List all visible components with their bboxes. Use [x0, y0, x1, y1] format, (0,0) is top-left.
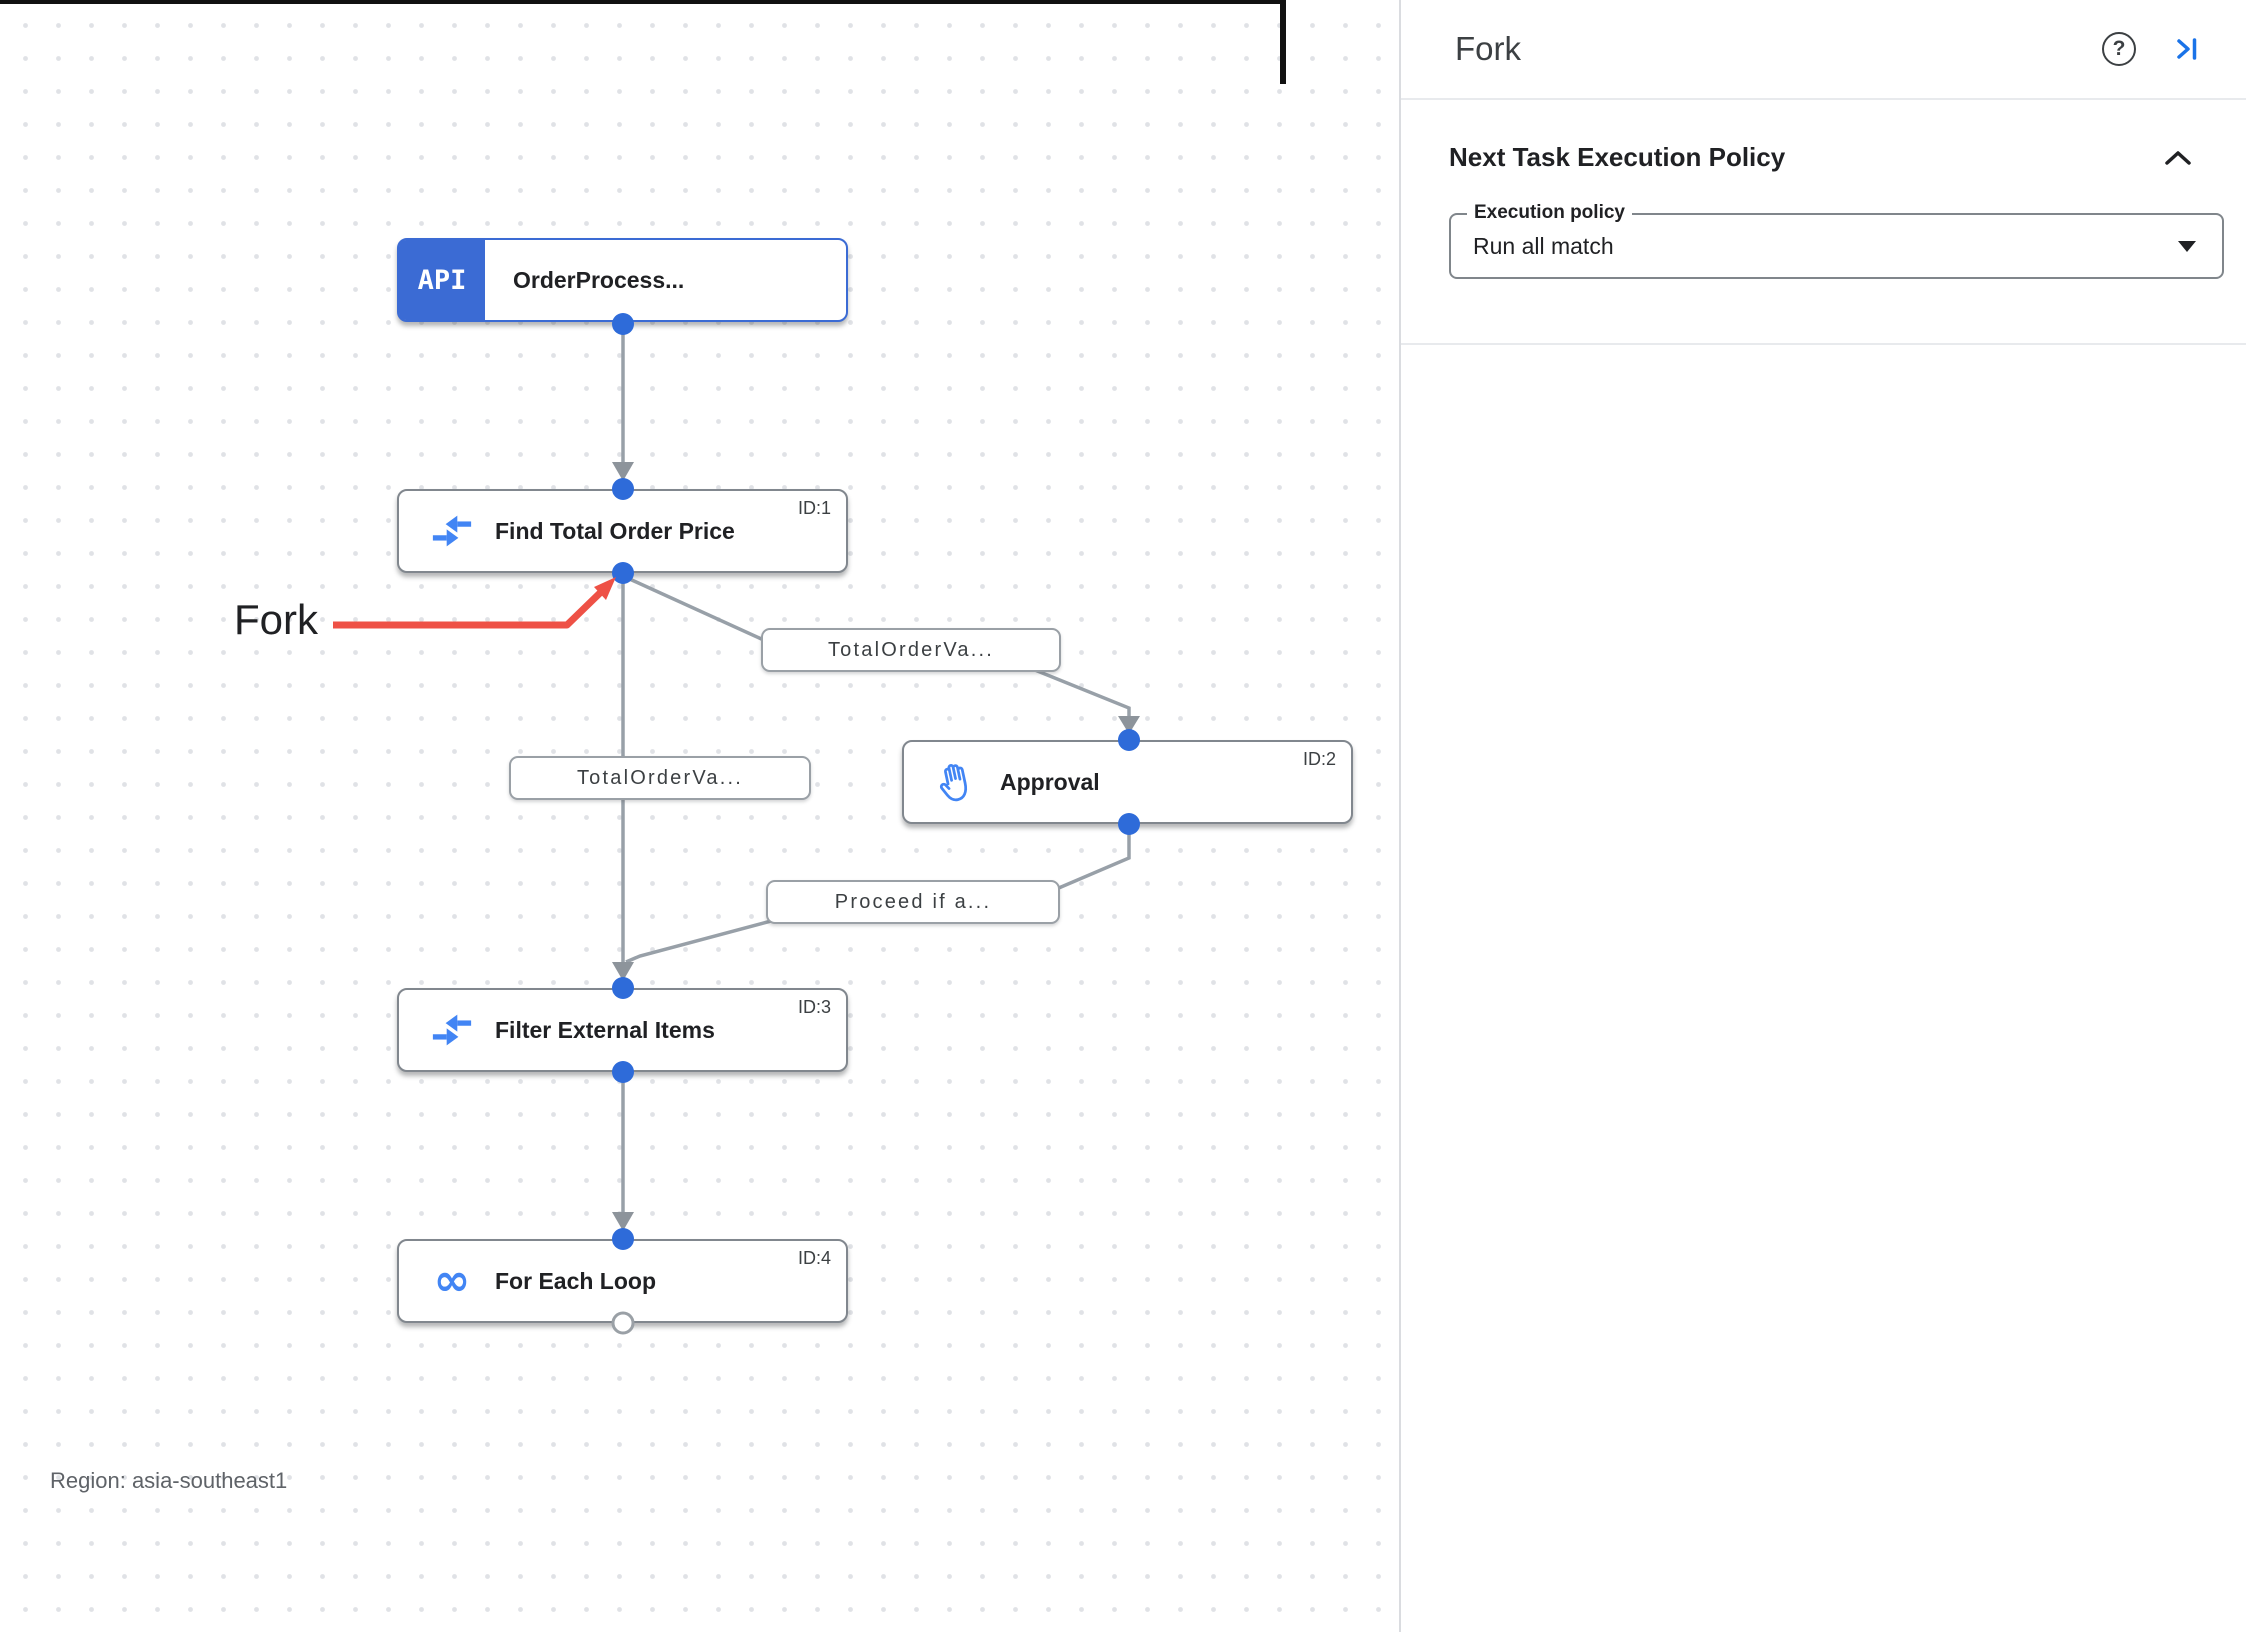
edge-label-total-order-value-right[interactable]: TotalOrderVa...: [761, 628, 1061, 672]
arrowhead-into-node1: [612, 462, 634, 481]
node-title: Approval: [1000, 768, 1100, 795]
dropdown-caret-icon: [2178, 240, 2196, 252]
chevron-up-icon[interactable]: [2164, 150, 2192, 166]
api-trigger-icon: API: [399, 240, 485, 320]
panel-title: Fork: [1455, 30, 1521, 67]
data-mapping-icon: [429, 514, 475, 548]
data-mapping-icon: [429, 1013, 475, 1047]
region-label: Region: asia-southeast1: [50, 1468, 288, 1493]
node-title: Filter External Items: [495, 1016, 715, 1043]
next-task-execution-policy-section: Next Task Execution Policy Execution pol…: [1401, 100, 2246, 345]
node-id-badge: ID:1: [797, 498, 831, 518]
collapse-panel-icon[interactable]: [2172, 34, 2202, 64]
edge-label-total-order-value-left[interactable]: TotalOrderVa...: [509, 756, 811, 800]
edge-label-proceed-if-approved[interactable]: Proceed if a...: [766, 880, 1060, 924]
for-each-loop-icon: ∞: [429, 1255, 475, 1306]
arrowhead-into-filter: [612, 962, 634, 981]
config-panel: Fork ? Next Task Execution Policy Exec: [1401, 0, 2246, 1632]
infinity-glyph: ∞: [433, 1255, 471, 1306]
fork-annotation-label: Fork: [234, 596, 318, 643]
node-api-trigger[interactable]: API OrderProcess...: [397, 238, 848, 322]
node-id-badge: ID:2: [1302, 749, 1336, 769]
panel-header: Fork ?: [1401, 0, 2246, 100]
execution-policy-value: Run all match: [1473, 232, 1614, 259]
edge-label3-to-filter: [625, 914, 791, 964]
node-id-badge: ID:4: [797, 1248, 831, 1268]
workflow-canvas[interactable]: API OrderProcess... ID:1 Find Total Orde…: [0, 0, 1399, 1632]
edge-approval-to-label3: [1039, 826, 1131, 898]
node-find-total-order-price[interactable]: ID:1 Find Total Order Price: [397, 489, 848, 573]
section-title: Next Task Execution Policy: [1449, 142, 1786, 172]
edge-label1-to-approval: [1029, 666, 1131, 718]
arrowhead-into-approval: [1118, 716, 1140, 734]
node-title: OrderProcess...: [513, 266, 685, 293]
node-title: For Each Loop: [495, 1267, 656, 1294]
arrowhead-into-foreach: [612, 1212, 634, 1231]
panel-divider: [1399, 0, 1401, 1632]
execution-policy-label: Execution policy: [1467, 202, 1632, 224]
canvas-top-scrollbar[interactable]: [0, 0, 1286, 4]
node-title: Find Total Order Price: [495, 517, 735, 544]
canvas-vertical-scrollbar-thumb[interactable]: [1280, 0, 1286, 84]
help-icon[interactable]: ?: [2102, 32, 2136, 66]
node-id-badge: ID:3: [797, 997, 831, 1017]
node-filter-external-items[interactable]: ID:3 Filter External Items: [397, 988, 848, 1072]
execution-policy-select[interactable]: Execution policy Run all match: [1449, 202, 2224, 279]
approval-hand-icon: [934, 759, 980, 805]
node-for-each-loop[interactable]: ID:4 ∞ For Each Loop: [397, 1239, 848, 1323]
node-approval[interactable]: ID:2 Approval: [902, 740, 1353, 824]
